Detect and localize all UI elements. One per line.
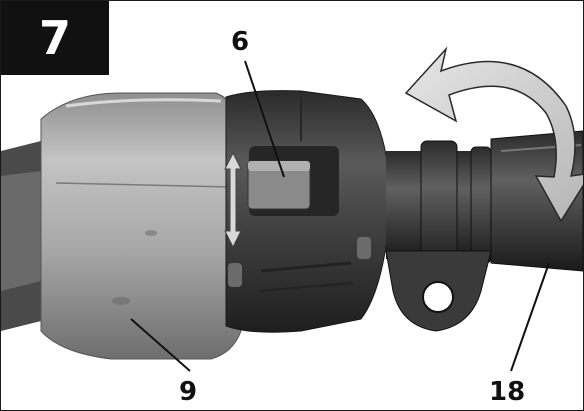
callout-switch: 6: [231, 27, 250, 57]
curved-arrow-icon: [404, 46, 583, 223]
figure-number: 7: [1, 1, 109, 75]
connector-tube: [386, 140, 506, 270]
slide-switch: [247, 160, 311, 210]
mounting-clamp: [385, 250, 492, 332]
rear-body: [1, 141, 41, 331]
leader-lines: [130, 60, 550, 372]
double-arrow-icon: [224, 151, 242, 249]
callout-housing: 9: [179, 377, 198, 407]
light-housing: [40, 92, 242, 360]
callout-handle: 18: [489, 377, 526, 407]
dark-collar: [225, 90, 392, 333]
